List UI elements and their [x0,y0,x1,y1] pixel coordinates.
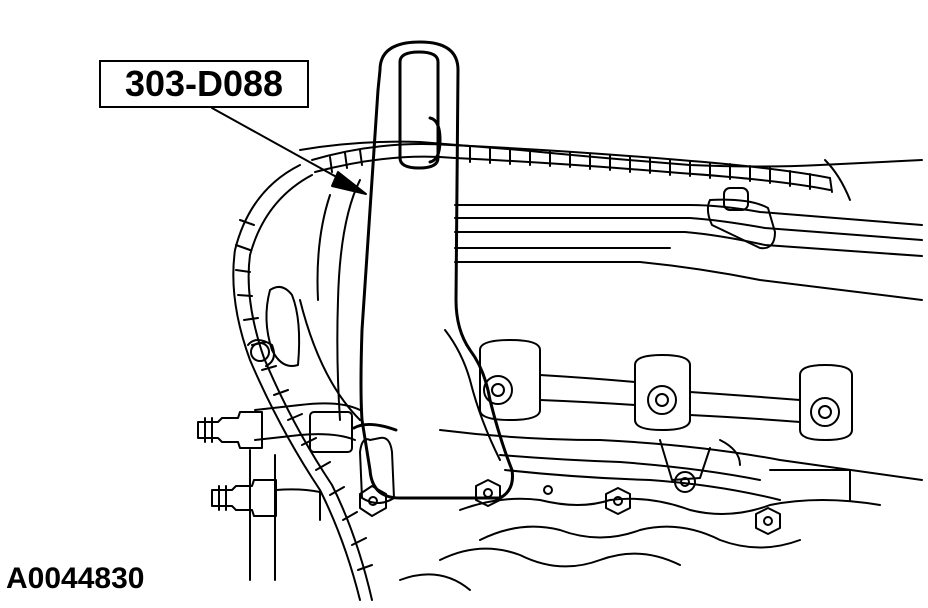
tool-callout-label: 303-D088 [99,60,309,108]
callout-leader [211,107,367,195]
valve-cover [299,140,923,301]
figure-id: A0044830 [6,562,145,595]
cylinder-head-lower [399,429,923,591]
intake-manifold [197,179,361,581]
fuel-rail-fitting [309,411,353,453]
tool-callout-text: 303-D088 [124,63,284,104]
cover-bolt-top [723,187,749,211]
special-tool-303-d088 [352,40,514,517]
tool-bolt-left [359,485,387,517]
coil-bolts [479,339,853,441]
harness-clip [250,342,270,362]
tool-bolt-right [475,479,501,507]
lower-bolt-left [605,487,631,515]
lower-bolt-right [755,507,781,535]
wiring-harness [232,143,851,601]
